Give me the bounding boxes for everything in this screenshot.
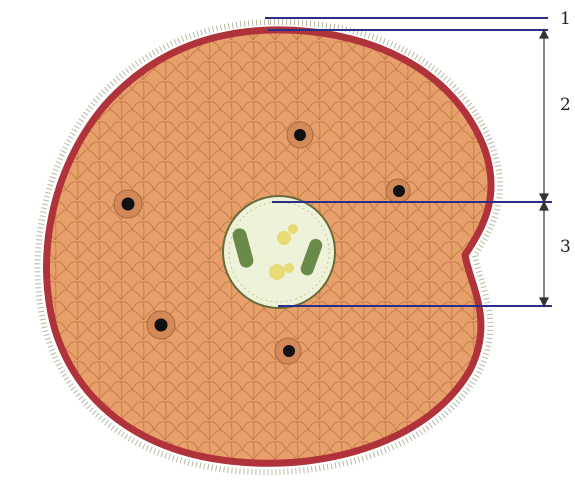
organelle-dot-icon bbox=[147, 311, 175, 339]
organelle-dot-icon bbox=[114, 190, 142, 218]
organelle-dot-icon bbox=[287, 122, 313, 148]
label-1: 1 bbox=[560, 9, 571, 29]
organelle-dot-icon bbox=[275, 338, 301, 364]
organelle-dot-icon bbox=[386, 179, 410, 203]
nucleus bbox=[223, 196, 335, 308]
label-2: 2 bbox=[560, 95, 571, 115]
dimension-arrows bbox=[540, 30, 548, 306]
label-3: 3 bbox=[560, 237, 571, 257]
